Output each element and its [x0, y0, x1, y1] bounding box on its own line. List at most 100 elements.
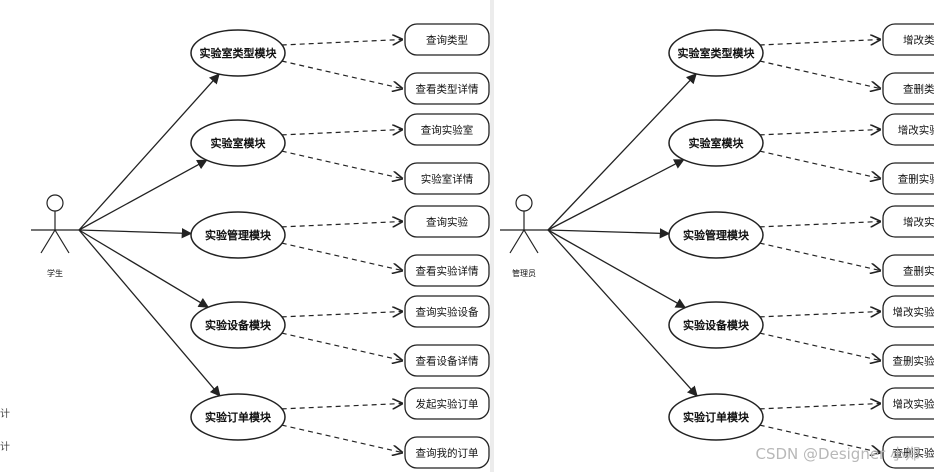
include-line — [759, 150, 880, 178]
leaf-usecase-box[interactable] — [404, 23, 490, 56]
module-ellipse[interactable] — [190, 29, 286, 77]
module-label: 实验设备模块 — [683, 318, 750, 332]
leaf-usecase-label: 查询实验室 — [421, 124, 474, 137]
association-line — [78, 73, 220, 231]
leaf-usecase-label: 查询实验设备 — [416, 306, 479, 319]
module-ellipse[interactable] — [190, 119, 286, 167]
leaf-usecase-box[interactable] — [882, 436, 934, 469]
include-line — [281, 312, 402, 318]
module-ellipse[interactable] — [190, 393, 286, 441]
admin-usecase-diagram: 管理员实验室类型模块增改类型查删类型实验室模块增改实验室查删实验室实验管理模块增… — [500, 23, 934, 469]
leaf-usecase-label: 查删实验设备 — [893, 355, 934, 368]
leaf-usecase-label: 查看实验详情 — [416, 265, 479, 278]
include-line — [759, 404, 880, 410]
module-label: 实验室类型模块 — [200, 46, 278, 60]
association-line — [547, 229, 698, 397]
leaf-usecase-box[interactable] — [404, 344, 490, 377]
leaf-usecase-label: 增改实验订单 — [893, 398, 934, 411]
include-line — [281, 60, 402, 89]
student-usecase-diagram: 学生实验室类型模块查询类型查看类型详情实验室模块查询实验室实验室详情实验管理模块… — [31, 23, 490, 469]
leaf-usecase-box[interactable] — [882, 162, 934, 195]
include-line — [281, 150, 402, 178]
module-ellipse[interactable] — [190, 301, 286, 349]
leaf-usecase-label: 查询实验 — [426, 216, 468, 229]
include-line — [759, 60, 880, 89]
module-ellipse[interactable] — [668, 393, 764, 441]
module-label: 实验订单模块 — [205, 410, 272, 424]
leaf-usecase-label: 查删类型 — [903, 83, 934, 96]
leaf-usecase-box[interactable] — [404, 113, 490, 146]
leaf-usecase-box[interactable] — [404, 72, 490, 105]
include-line — [281, 242, 402, 270]
actor-label: 管理员 — [512, 268, 536, 278]
module-label: 实验订单模块 — [683, 410, 750, 424]
module-ellipse[interactable] — [668, 119, 764, 167]
include-line — [759, 222, 880, 228]
leaf-usecase-box[interactable] — [404, 254, 490, 287]
leaf-usecase-box[interactable] — [882, 113, 934, 146]
leaf-usecase-box[interactable] — [404, 295, 490, 328]
association-line — [78, 159, 208, 231]
include-line — [759, 130, 880, 136]
module-label: 实验室模块 — [689, 136, 745, 150]
module-label: 实验室模块 — [211, 136, 267, 150]
left-edge-text-2: 计 — [0, 442, 10, 453]
include-line — [281, 424, 402, 452]
actor-icon — [31, 194, 79, 254]
leaf-usecase-label: 查看设备详情 — [416, 355, 479, 368]
leaf-usecase-label: 增改实验设备 — [893, 306, 934, 319]
association-line — [78, 229, 221, 397]
leaf-usecase-box[interactable] — [882, 295, 934, 328]
include-line — [281, 332, 402, 360]
leaf-usecase-box[interactable] — [404, 387, 490, 420]
association-line — [547, 73, 697, 231]
leaf-usecase-label: 增改类型 — [903, 34, 934, 47]
include-line — [759, 242, 880, 270]
leaf-usecase-label: 查删实验室 — [898, 173, 934, 186]
leaf-usecase-label: 发起实验订单 — [416, 398, 479, 411]
module-ellipse[interactable] — [668, 211, 764, 259]
include-line — [759, 312, 880, 318]
leaf-usecase-box[interactable] — [882, 254, 934, 287]
association-line — [547, 159, 685, 231]
module-label: 实验设备模块 — [205, 318, 272, 332]
module-ellipse[interactable] — [668, 29, 764, 77]
association-line — [78, 229, 210, 308]
actor-label: 学生 — [47, 268, 63, 278]
include-line — [281, 130, 402, 136]
leaf-usecase-box[interactable] — [404, 436, 490, 469]
include-line — [759, 332, 880, 360]
leaf-usecase-box[interactable] — [404, 205, 490, 238]
leaf-usecase-label: 查删实验 — [903, 265, 934, 278]
module-ellipse[interactable] — [668, 301, 764, 349]
module-label: 实验管理模块 — [683, 228, 750, 242]
module-ellipse[interactable] — [190, 211, 286, 259]
association-line — [547, 228, 671, 239]
leaf-usecase-label: 查询类型 — [426, 34, 468, 47]
panel-gap — [490, 0, 494, 472]
include-line — [281, 222, 402, 228]
actor-icon — [500, 194, 548, 254]
include-line — [759, 40, 880, 46]
include-line — [759, 424, 880, 452]
leaf-usecase-box[interactable] — [404, 162, 490, 195]
csdn-watermark: CSDN @Designer 小郑 — [755, 445, 921, 463]
left-edge-text-1: 计 — [0, 409, 10, 420]
leaf-usecase-label: 查删实验订单 — [893, 447, 934, 460]
include-line — [281, 40, 402, 46]
module-label: 实验室类型模块 — [678, 46, 756, 60]
leaf-usecase-label: 增改实验室 — [898, 124, 934, 137]
leaf-usecase-box[interactable] — [882, 205, 934, 238]
leaf-usecase-box[interactable] — [882, 387, 934, 420]
leaf-usecase-label: 查询我的订单 — [416, 447, 479, 460]
admin-diagram-panel: 管理员实验室类型模块增改类型查删类型实验室模块增改实验室查删实验室实验管理模块增… — [494, 0, 934, 472]
association-line — [547, 229, 687, 309]
leaf-usecase-box[interactable] — [882, 23, 934, 56]
leaf-usecase-box[interactable] — [882, 344, 934, 377]
module-label: 实验管理模块 — [205, 228, 272, 242]
leaf-usecase-box[interactable] — [882, 72, 934, 105]
leaf-usecase-label: 增改实验 — [903, 216, 934, 229]
leaf-usecase-label: 查看类型详情 — [416, 83, 479, 96]
student-diagram-panel: 学生实验室类型模块查询类型查看类型详情实验室模块查询实验室实验室详情实验管理模块… — [31, 0, 491, 472]
association-line — [78, 228, 193, 239]
